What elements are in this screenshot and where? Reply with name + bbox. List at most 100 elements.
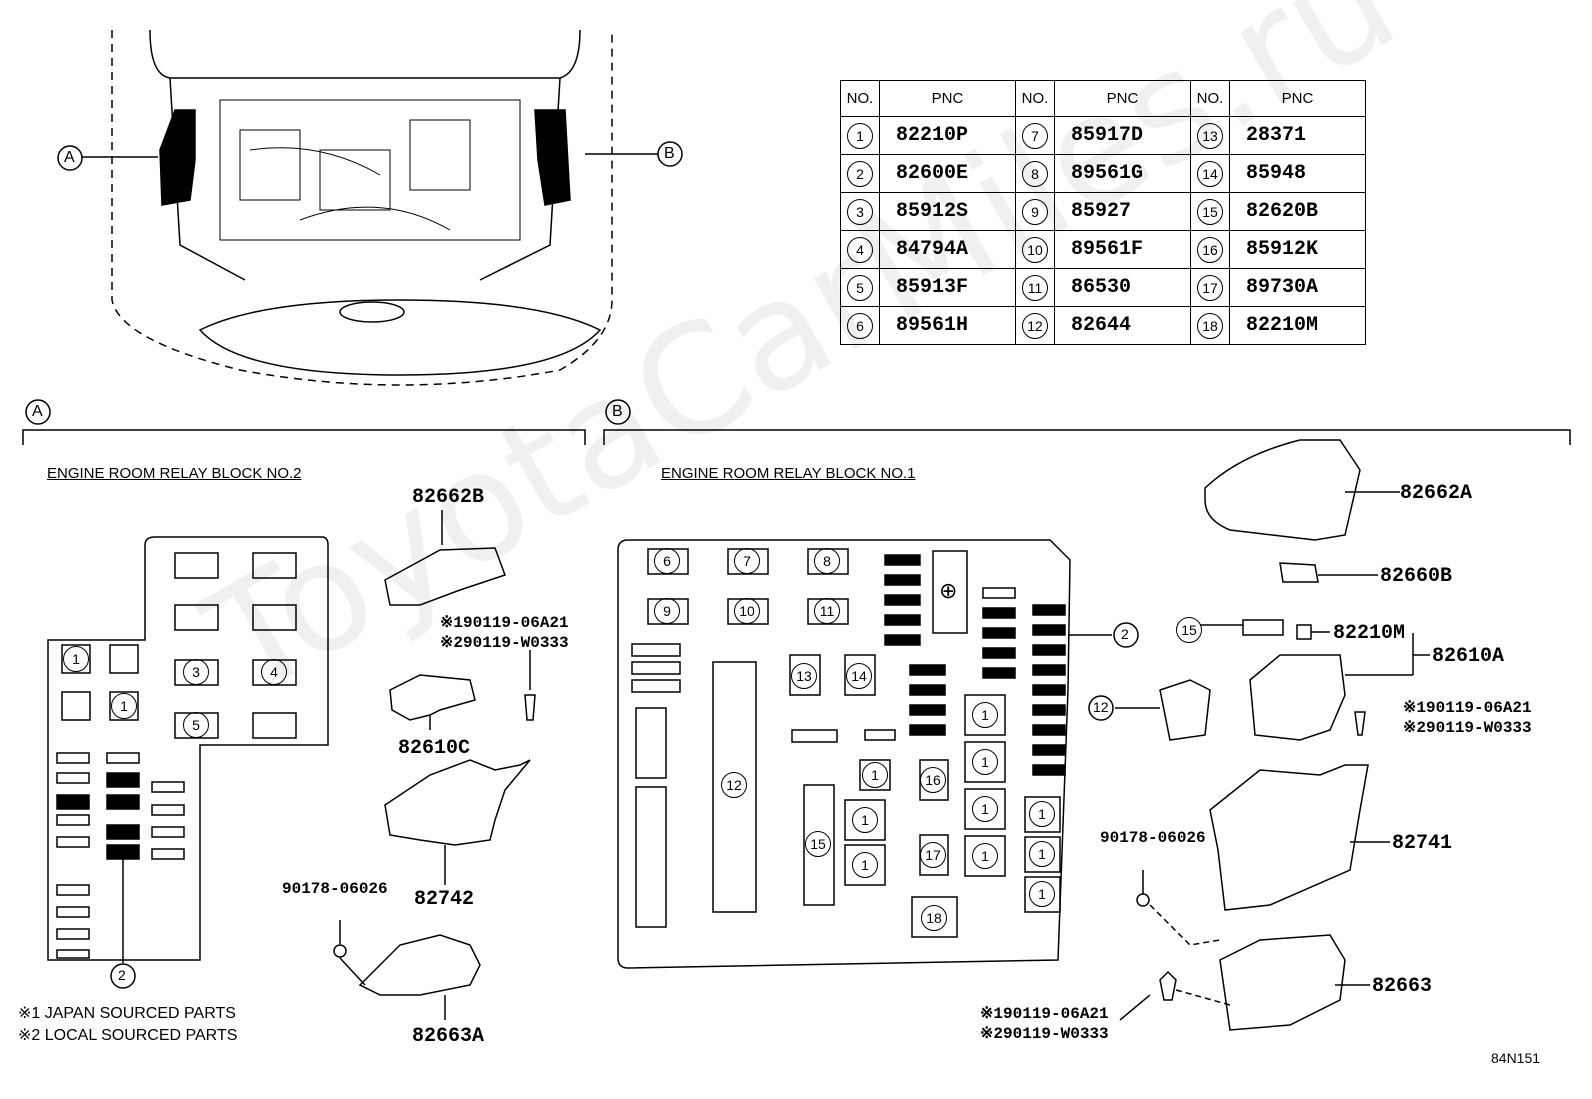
ref-number: 11: [814, 598, 840, 624]
table-row: 1 82210P 7 85917D 13 28371: [840, 116, 1366, 155]
bolt-note-1: ※190119-06A21: [1403, 699, 1532, 717]
ref-number: 5: [183, 712, 209, 738]
ref-number: 18: [921, 905, 947, 931]
ref-number: 14: [846, 663, 872, 689]
nut-right-drawing: [1136, 893, 1150, 907]
col-pnc: PNC: [879, 80, 1016, 117]
relay-block-1-location: [534, 109, 571, 206]
ref-number: 9: [1022, 198, 1048, 225]
part-label-90178-right: 90178-06026: [1100, 829, 1206, 847]
ref-number: 17: [1197, 274, 1223, 301]
ref-number: 9: [654, 598, 680, 624]
housing-82741-drawing: [1209, 764, 1369, 911]
ref-number: 12: [1022, 312, 1048, 339]
part-number: 82210P: [879, 116, 1016, 155]
section-a-circle: [25, 399, 51, 425]
pnc-table: NO. PNC NO. PNC NO. PNC 1 82210P 7 85917…: [840, 80, 1366, 345]
cover-82662B-drawing: [384, 547, 506, 606]
ref-number: 1: [972, 796, 998, 822]
ref-number: 4: [847, 236, 873, 263]
part-label-82610A: 82610A: [1432, 645, 1505, 668]
ref-number: 3: [847, 198, 873, 225]
ref-number: 13: [791, 663, 817, 689]
ref-number: 1: [852, 807, 878, 833]
nut-left-drawing: [333, 944, 347, 958]
col-no: NO.: [840, 80, 880, 117]
part-number: 82210M: [1229, 306, 1366, 345]
part-label-90178-left: 90178-06026: [282, 880, 388, 898]
ref-number: 1: [1029, 881, 1055, 907]
ref-number: 1: [1029, 841, 1055, 867]
ref-number: 14: [1197, 160, 1223, 187]
ref-number: 12: [1093, 699, 1109, 715]
relay-block-2-outline: [47, 536, 329, 961]
housing-82742-drawing: [384, 759, 531, 846]
callout-b-circle: [657, 141, 683, 167]
ref-number: 10: [734, 598, 760, 624]
part-number: 89730A: [1229, 268, 1366, 307]
ref-number: 15: [1176, 617, 1202, 643]
part-number: 89561H: [879, 306, 1016, 345]
part-label-82662A: 82662A: [1400, 482, 1473, 505]
part-number: 85927: [1054, 192, 1191, 231]
relay-block-1-title: ENGINE ROOM RELAY BLOCK NO.1: [661, 465, 916, 482]
relay-block-2-slots: [56, 552, 297, 959]
part-label-82742: 82742: [414, 888, 475, 911]
bolt-right-drawing: [1354, 711, 1366, 736]
cover-82663-drawing: [1219, 934, 1346, 1031]
part-number: 85912K: [1229, 230, 1366, 269]
table-header-row: NO. PNC NO. PNC NO. PNC: [840, 80, 1366, 117]
ref-number: 2: [118, 967, 126, 983]
part-number: 82620B: [1229, 192, 1366, 231]
part-label-82741: 82741: [1392, 832, 1453, 855]
ref-number: 15: [1197, 198, 1223, 225]
part-number: 82600E: [879, 154, 1016, 193]
ref-number: 7: [734, 548, 760, 574]
relay-82660B-drawing: [1279, 562, 1319, 583]
cover-82662A-drawing: [1204, 439, 1361, 541]
ref-number: 16: [1197, 236, 1223, 263]
part-number: 85912S: [879, 192, 1016, 231]
fuse-15-drawing: [1242, 619, 1284, 636]
part-number: 28371: [1229, 116, 1366, 155]
ref-number: 1: [1029, 801, 1055, 827]
plus-terminal-icon: ⊕: [939, 578, 958, 603]
ref-number: 2: [1121, 626, 1129, 642]
bolt-note-2: ※290119-W0333: [1403, 719, 1532, 737]
bolt-note-1: ※190119-06A21: [440, 614, 569, 632]
ref-number: 5: [847, 274, 873, 301]
bolt-note-2: ※290119-W0333: [980, 1025, 1109, 1043]
table-row: 4 84794A 10 89561F 16 85912K: [840, 230, 1366, 269]
relay-block-2-location: [159, 109, 196, 206]
ref-number: 3: [183, 659, 209, 685]
ref-number: 1: [847, 122, 873, 149]
ref-number: 1: [972, 843, 998, 869]
col-no: NO.: [1190, 80, 1230, 117]
legend-line-1: ※1 JAPAN SOURCED PARTS: [18, 1005, 236, 1022]
relay-block-1-fuses: [884, 554, 1066, 776]
ref-number: 6: [654, 548, 680, 574]
legend-line-2: ※2 LOCAL SOURCED PARTS: [18, 1027, 238, 1044]
module-12-drawing: [1159, 679, 1211, 741]
callout-a-circle: [57, 145, 83, 171]
relay-block-1-slots: [631, 548, 1061, 938]
ref-number: 13: [1197, 122, 1223, 149]
ref-number: 2: [847, 160, 873, 187]
callout-a-label: A: [64, 149, 75, 166]
section-b-label: B: [612, 403, 623, 420]
part-number: 82644: [1054, 306, 1191, 345]
part-number: 86530: [1054, 268, 1191, 307]
ref-number: 1: [862, 762, 888, 788]
ref-number: 12: [721, 772, 747, 798]
part-number: 85913F: [879, 268, 1016, 307]
section-a-bracket: [22, 429, 586, 445]
part-label-82663A: 82663A: [412, 1025, 485, 1048]
ref-number: 17: [920, 842, 946, 868]
part-number: 85917D: [1054, 116, 1191, 155]
ref-number: 6: [847, 312, 873, 339]
relay-block-1-outline: [617, 539, 1071, 969]
bolt-note-2: ※290119-W0333: [440, 634, 569, 652]
ref-number: 1: [972, 702, 998, 728]
diagram-code: 84N151: [1491, 1050, 1541, 1066]
bolt-left-drawing: [524, 650, 536, 721]
